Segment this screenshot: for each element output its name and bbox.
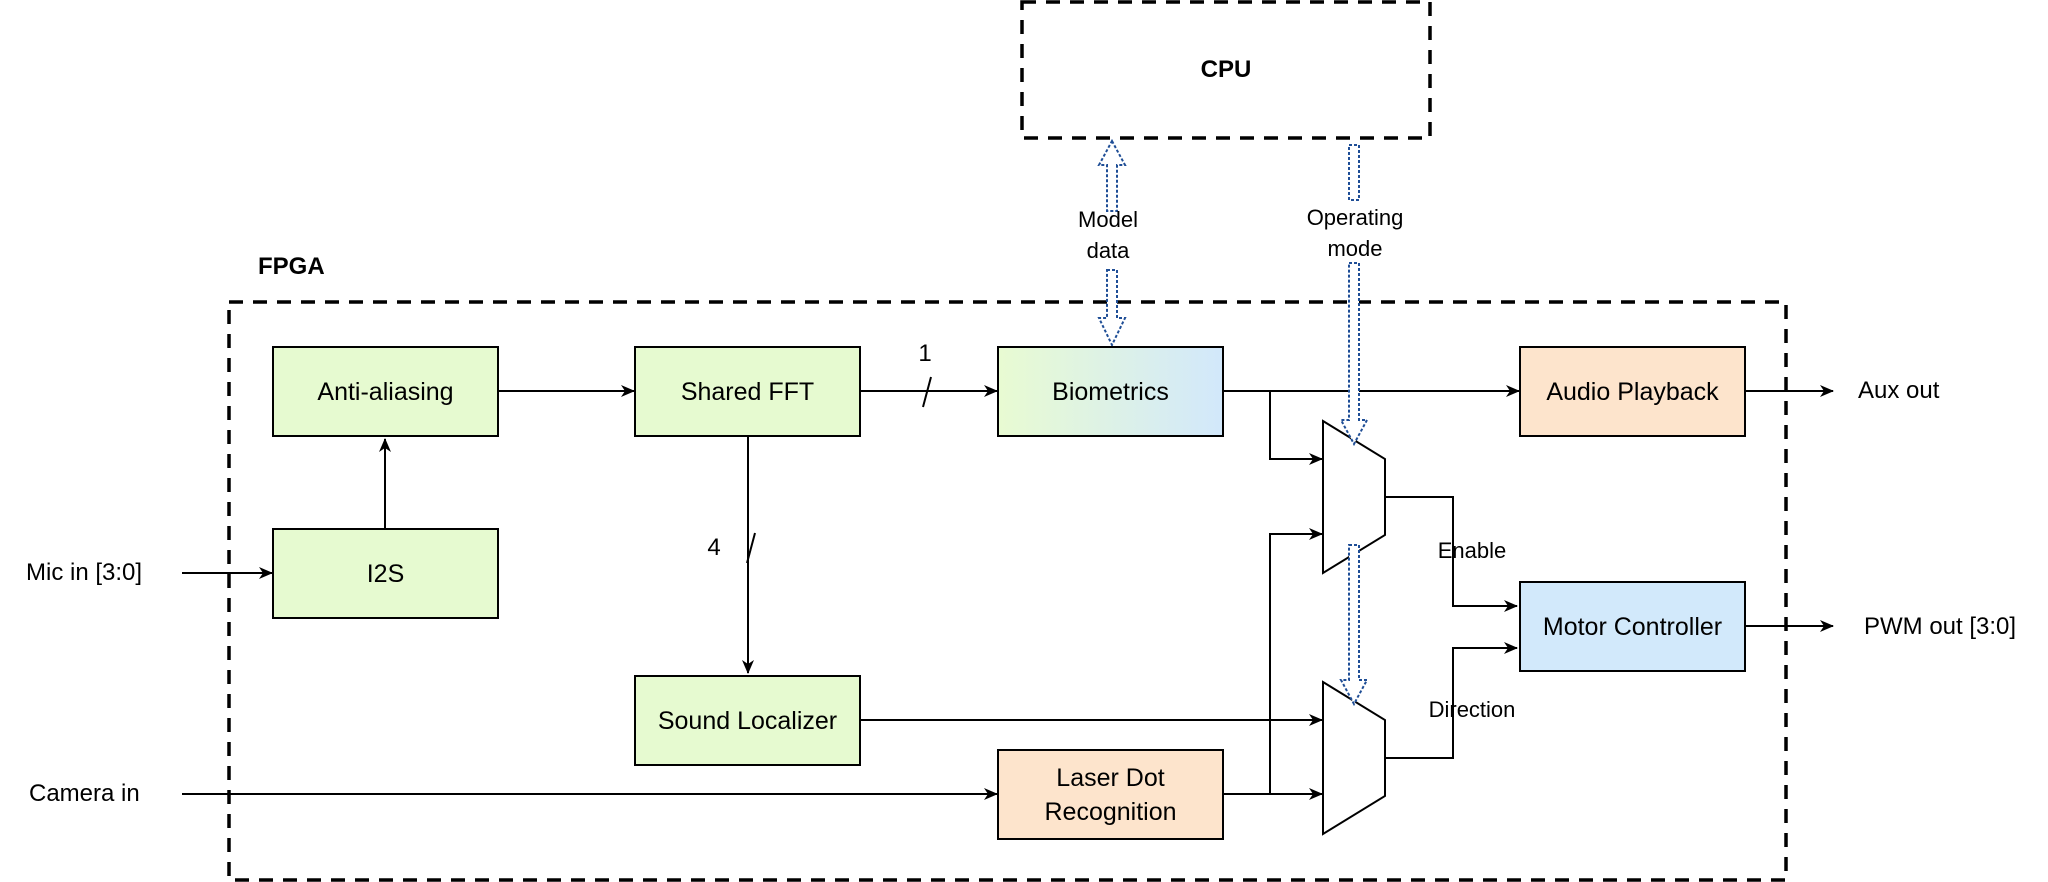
pwm-out-label: PWM out [3:0]	[1864, 613, 2017, 640]
mux-enable	[1322, 419, 1386, 575]
sound-localizer-block: Sound Localizer	[634, 675, 861, 766]
biometrics-to-mux1-wire	[1269, 391, 1323, 465]
model-data-label: Model data	[1078, 207, 1138, 263]
motor-controller-block: Motor Controller	[1519, 581, 1746, 672]
direction-label: Direction	[1428, 697, 1516, 722]
aux-out-label: Aux out	[1858, 377, 1940, 404]
cpu-boundary	[1020, 0, 1432, 140]
i2s-block: I2S	[272, 528, 499, 619]
mic-in-label: Mic in [3:0]	[26, 559, 143, 586]
mux-direction	[1322, 680, 1386, 836]
enable-label: Enable	[1437, 538, 1507, 563]
bus-slash-4	[746, 532, 756, 564]
cpu-label: CPU	[1200, 56, 1252, 83]
biometrics-block: Biometrics	[997, 346, 1224, 437]
fpga-boundary	[227, 300, 1788, 882]
audio-playback-block: Audio Playback	[1519, 346, 1746, 437]
shared-fft-block: Shared FFT	[634, 346, 861, 437]
camera-in-label: Camera in	[29, 780, 140, 807]
bus-width-4: 4	[707, 534, 721, 561]
model-data-link	[1097, 138, 1127, 212]
operating-mode-link-mux1	[1339, 262, 1369, 447]
operating-mode-link	[1348, 144, 1360, 201]
model-data-link-lower	[1097, 269, 1127, 348]
bus-slash-1	[922, 376, 932, 408]
bus-width-1: 1	[918, 340, 932, 367]
anti-aliasing-block: Anti-aliasing	[272, 346, 499, 437]
laser-to-mux1-wire	[1269, 528, 1323, 794]
laser-dot-recognition-block: Laser Dot Recognition	[997, 749, 1224, 840]
fpga-label: FPGA	[258, 253, 325, 280]
operating-mode-label: Operating mode	[1306, 205, 1404, 261]
operating-mode-link-mux2	[1339, 544, 1369, 707]
direction-wire	[1385, 642, 1518, 759]
enable-wire	[1385, 496, 1518, 612]
